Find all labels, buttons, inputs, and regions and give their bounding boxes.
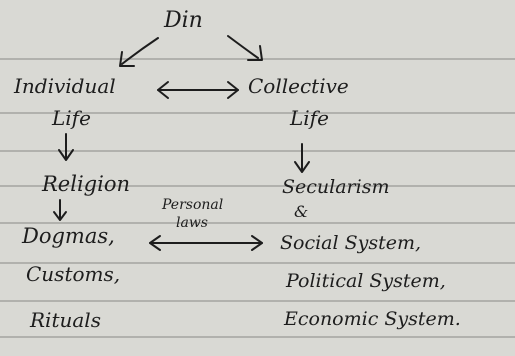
ampersand: & <box>294 202 309 221</box>
node-customs: Customs, <box>26 262 121 286</box>
node-secularism: Secularism <box>282 176 390 198</box>
node-individual: Individual <box>14 74 116 98</box>
ruled-line <box>0 222 515 224</box>
node-individual-life: Life <box>52 106 91 130</box>
arrowhead-din-to-collective <box>247 45 263 61</box>
node-economic-system: Economic System. <box>284 308 461 330</box>
arrow-din-to-collective <box>227 35 259 59</box>
arrowhead-collective-to-secularism <box>294 161 310 173</box>
arrowhead-din-to-individual <box>119 51 135 67</box>
ruled-line <box>0 112 515 114</box>
ruled-line <box>0 262 515 264</box>
edge-label-laws: laws <box>176 215 208 231</box>
arrowhead-life-to-religion <box>58 149 74 161</box>
arrow-din-to-individual <box>121 37 159 65</box>
node-dogmas: Dogmas, <box>22 224 115 248</box>
node-din: Din <box>164 8 203 33</box>
arrowhead-left-personal <box>149 235 161 251</box>
arrowhead-religion-to-dogmas <box>53 211 67 221</box>
edge-label-personal: Personal <box>162 197 224 213</box>
node-collective: Collective <box>248 74 349 98</box>
ruled-line <box>0 336 515 338</box>
arrowhead-right-collective <box>227 81 239 99</box>
node-social-system: Social System, <box>280 232 422 254</box>
node-political-system: Political System, <box>286 270 446 292</box>
ruled-line <box>0 185 515 187</box>
ruled-line <box>0 300 515 302</box>
arrowhead-right-personal <box>251 235 263 251</box>
node-rituals: Rituals <box>30 308 101 332</box>
ruled-line <box>0 150 515 152</box>
node-religion: Religion <box>42 172 130 196</box>
node-collective-life: Life <box>290 106 329 130</box>
arrowhead-left-individual <box>157 81 169 99</box>
